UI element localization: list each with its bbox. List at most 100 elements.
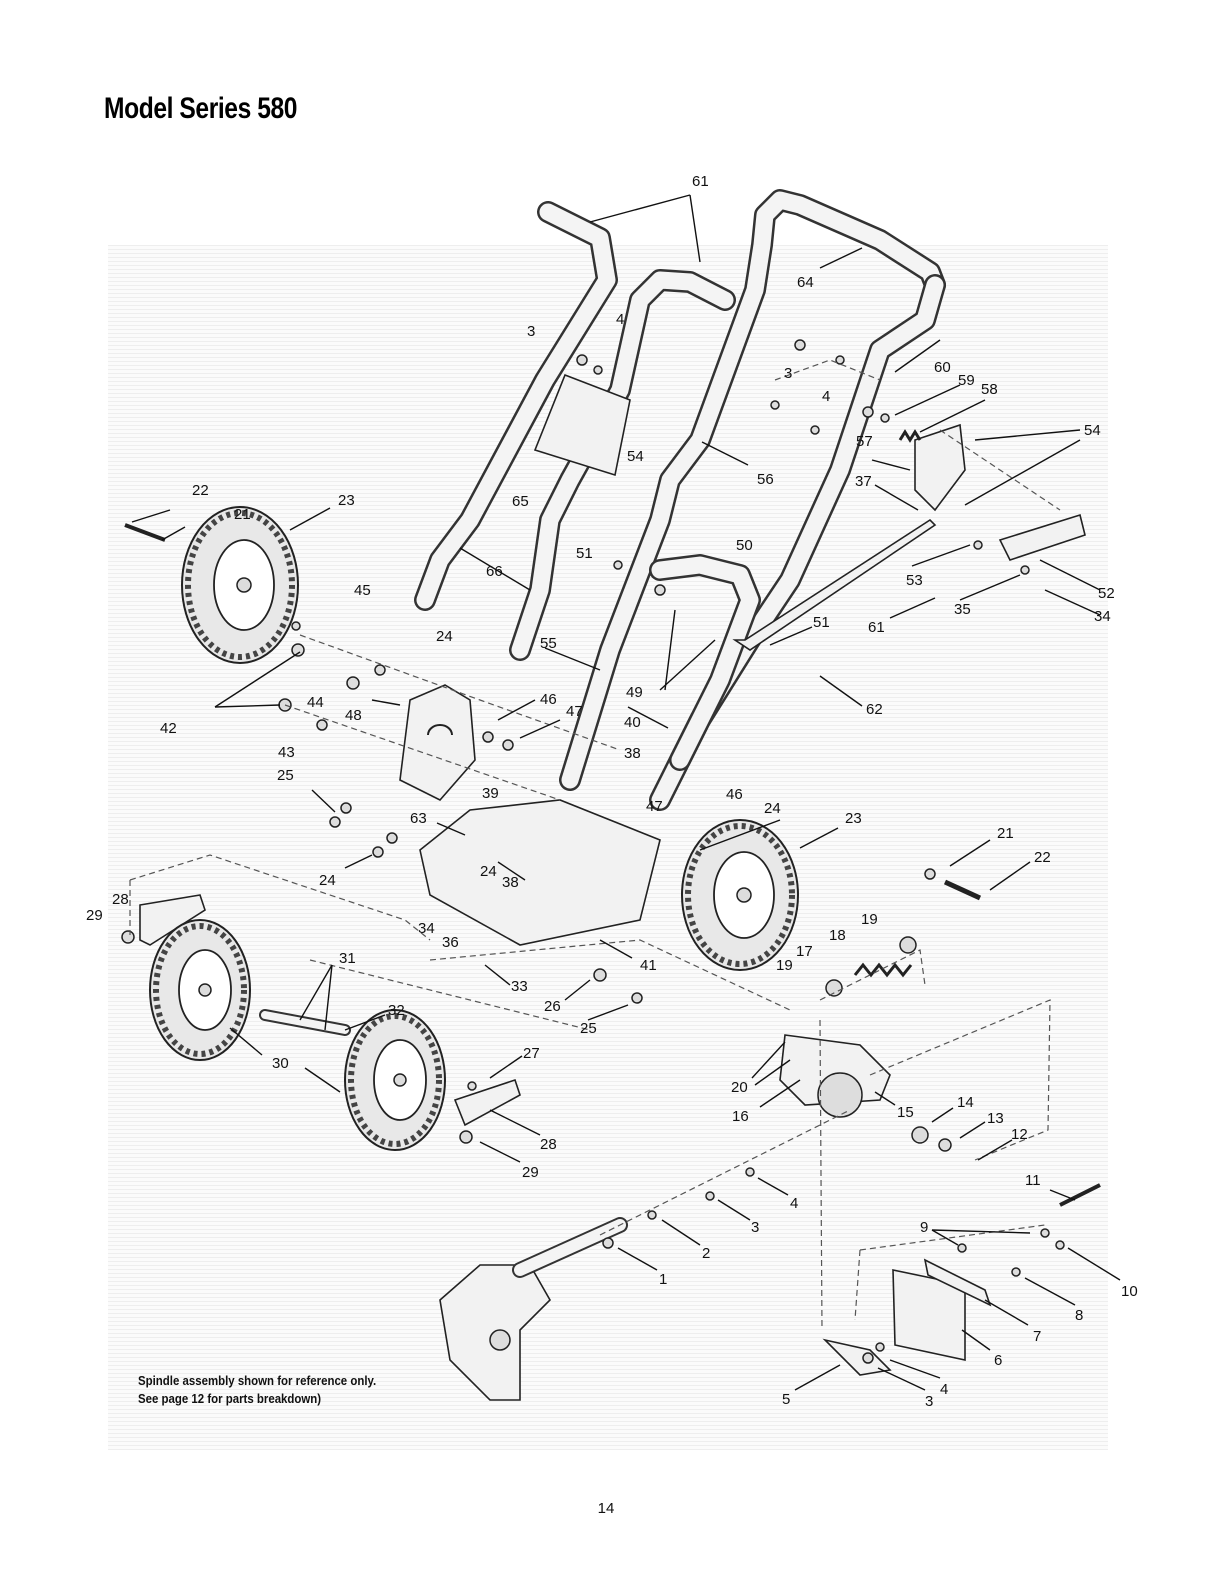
callout-label: 51 [576, 545, 593, 562]
bolt-22a [124, 523, 166, 542]
callout-label: 6 [994, 1352, 1002, 1369]
callout-label: 49 [626, 684, 643, 701]
callout-label: 21 [234, 506, 251, 523]
callout-label: 11 [1025, 1172, 1041, 1189]
wheel-30a [149, 919, 251, 1061]
callout-label: 24 [319, 872, 336, 889]
callout-label: 7 [1033, 1328, 1041, 1345]
callout-label: 28 [540, 1136, 557, 1153]
callout-label: 62 [866, 701, 883, 718]
callout-label: 3 [751, 1219, 759, 1236]
callout-label: 42 [160, 720, 177, 737]
callout-label: 57 [856, 433, 873, 450]
callout-label: 4 [822, 388, 830, 405]
leader-lines [131, 194, 1121, 1391]
callout-label: 3 [784, 365, 792, 382]
callout-label: 28 [112, 891, 129, 908]
callout-label: 38 [624, 745, 641, 762]
callout-label: 46 [540, 691, 557, 708]
handle-tubes [414, 189, 946, 811]
spring-58 [898, 429, 922, 443]
wheel-23b [681, 819, 799, 971]
callout-label: 61 [868, 619, 885, 636]
note-line-2: See page 12 for parts breakdown) [138, 1391, 322, 1406]
assembly-lines [129, 359, 1061, 1331]
callout-label: 9 [920, 1219, 928, 1236]
wheel-30b [344, 1009, 446, 1151]
callout-label: 31 [339, 950, 356, 967]
callout-label: 54 [627, 448, 644, 465]
callout-label: 47 [646, 798, 663, 815]
callout-label: 29 [522, 1164, 539, 1181]
callout-label: 46 [726, 786, 743, 803]
callout-label: 4 [940, 1381, 948, 1398]
callout-label: 23 [338, 492, 355, 509]
page-title: Model Series 580 [104, 92, 298, 125]
spring-18 [853, 962, 913, 978]
callout-label: 25 [580, 1020, 597, 1037]
callout-label: 27 [523, 1045, 540, 1062]
callout-label: 52 [1098, 585, 1115, 602]
callout-label: 40 [624, 714, 641, 731]
callout-label: 15 [897, 1104, 914, 1121]
frame-63 [419, 799, 661, 946]
callout-label: 29 [86, 907, 103, 924]
callout-label: 3 [527, 323, 535, 340]
callout-label: 24 [480, 863, 497, 880]
callout-label: 60 [934, 359, 951, 376]
callout-label: 24 [764, 800, 781, 817]
callout-label: 47 [566, 703, 583, 720]
callout-label: 10 [1121, 1283, 1138, 1300]
callout-label: 23 [845, 810, 862, 827]
callout-label: 8 [1075, 1307, 1083, 1324]
callout-label: 53 [906, 572, 923, 589]
bar-52 [998, 513, 1086, 561]
callout-label: 65 [512, 493, 529, 510]
callout-label: 64 [797, 274, 814, 291]
callout-label: 41 [640, 957, 657, 974]
hardware [121, 339, 1065, 1364]
callout-label: 51 [813, 614, 830, 631]
bolt-11 [1059, 1183, 1101, 1207]
callout-label: 32 [388, 1002, 405, 1019]
callout-label: 19 [776, 957, 793, 974]
callout-label: 3 [925, 1393, 933, 1410]
callout-label: 37 [855, 473, 872, 490]
handle-bracket-65 [533, 373, 631, 477]
callout-label: 34 [418, 920, 435, 937]
callout-label: 30 [272, 1055, 289, 1072]
wheel-plate-48 [399, 684, 476, 801]
callout-label: 16 [732, 1108, 749, 1125]
callout-label: 4 [790, 1195, 798, 1212]
callout-label: 56 [757, 471, 774, 488]
callout-label: 44 [307, 694, 324, 711]
axle-bracket-28b [453, 1078, 521, 1127]
reference-note: Spindle assembly shown for reference onl… [138, 1372, 402, 1408]
callout-label: 20 [731, 1079, 748, 1096]
callout-label: 45 [354, 582, 371, 599]
callout-label: 13 [987, 1110, 1004, 1127]
page-number: 14 [597, 1500, 615, 1517]
callout-label: 35 [954, 601, 971, 618]
callout-label: 55 [540, 635, 557, 652]
callout-label: 22 [192, 482, 209, 499]
callout-label: 2 [702, 1245, 710, 1262]
callout-label: 34 [1094, 608, 1111, 625]
wheel-23a [181, 506, 299, 664]
bolt-22b [943, 879, 982, 901]
callout-label: 54 [1084, 422, 1101, 439]
callout-label: 18 [829, 927, 846, 944]
callout-label: 66 [486, 563, 503, 580]
callout-label: 61 [692, 173, 709, 190]
callout-label: 43 [278, 744, 295, 761]
callout-label: 59 [958, 372, 975, 389]
callout-label: 19 [861, 911, 878, 928]
callout-label: 26 [544, 998, 561, 1015]
callout-label: 17 [796, 943, 813, 960]
callout-label: 5 [782, 1391, 790, 1408]
callout-label: 14 [957, 1094, 974, 1111]
callout-label: 21 [997, 825, 1014, 842]
callout-label: 1 [659, 1271, 667, 1288]
note-line-1: Spindle assembly shown for reference onl… [138, 1373, 377, 1388]
